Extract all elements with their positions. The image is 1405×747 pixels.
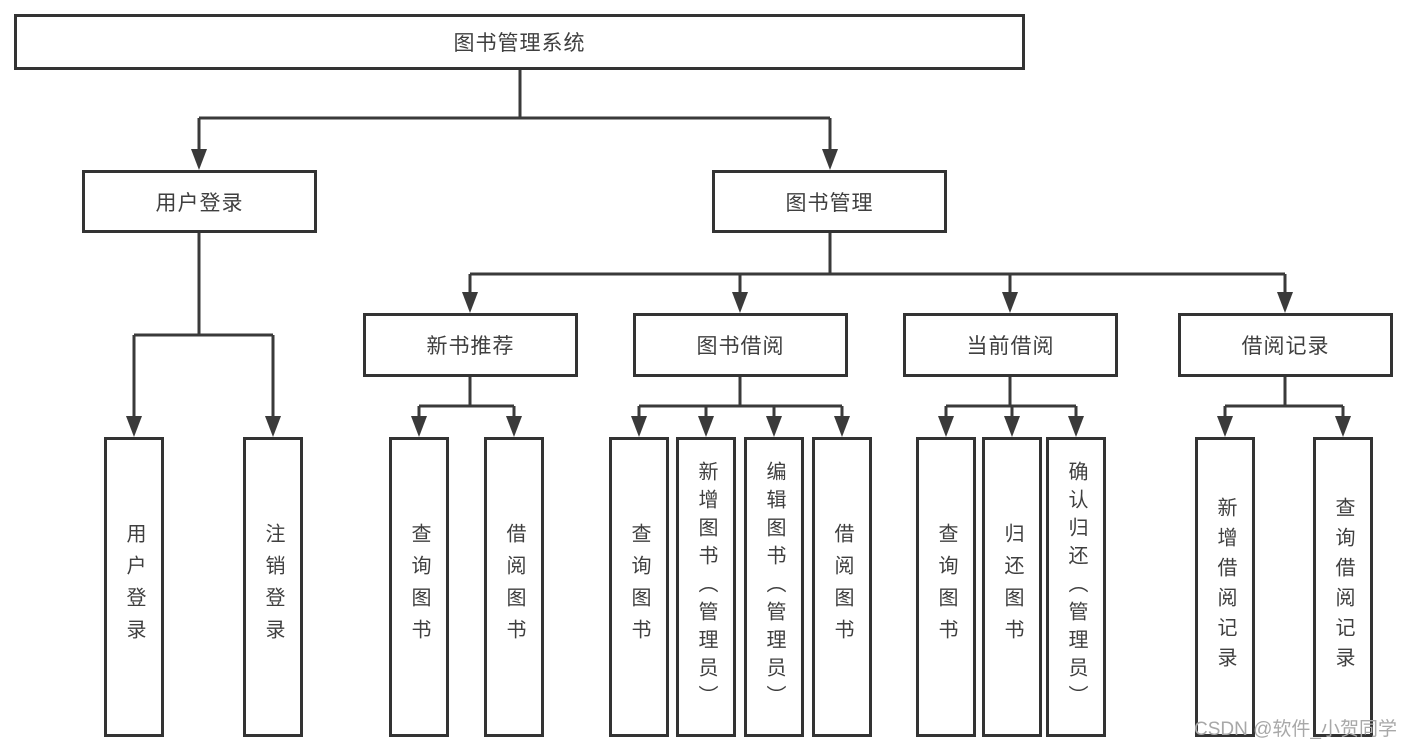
leaf-record-query-label: 查询借阅记录 bbox=[1332, 497, 1354, 677]
leaf-borrow-add-book: 新增图书（管理员） bbox=[676, 437, 736, 737]
node-user-login-label: 用户登录 bbox=[155, 191, 244, 215]
leaf-record-query: 查询借阅记录 bbox=[1313, 437, 1373, 737]
leaf-user-login-label: 用户登录 bbox=[123, 523, 145, 651]
watermark: CSDN @软件_小贺同学 bbox=[1194, 719, 1397, 740]
leaf-borrow-add-book-label: 新增图书（管理员） bbox=[695, 461, 717, 713]
leaf-logout-label: 注销登录 bbox=[262, 523, 284, 651]
leaf-current-return-book-label: 归还图书 bbox=[1001, 523, 1023, 651]
leaf-recommend-query-book-label: 查询图书 bbox=[408, 523, 430, 651]
node-borrow-record-label: 借阅记录 bbox=[1241, 335, 1330, 358]
leaf-recommend-borrow-book: 借阅图书 bbox=[484, 437, 544, 737]
node-new-book-recommend: 新书推荐 bbox=[363, 313, 578, 377]
leaf-borrow-query-book-label: 查询图书 bbox=[628, 523, 650, 651]
node-current-borrow: 当前借阅 bbox=[903, 313, 1118, 377]
node-new-book-recommend-label: 新书推荐 bbox=[426, 335, 515, 358]
node-book-borrow-label: 图书借阅 bbox=[696, 335, 785, 358]
node-book-management: 图书管理 bbox=[712, 170, 947, 233]
leaf-recommend-query-book: 查询图书 bbox=[389, 437, 449, 737]
node-current-borrow-label: 当前借阅 bbox=[966, 335, 1055, 358]
node-library-system-label: 图书管理系统 bbox=[453, 32, 586, 55]
leaf-current-query-book: 查询图书 bbox=[916, 437, 976, 737]
leaf-borrow-edit-book-label: 编辑图书（管理员） bbox=[763, 461, 785, 713]
node-book-borrow: 图书借阅 bbox=[633, 313, 848, 377]
leaf-logout: 注销登录 bbox=[243, 437, 303, 737]
leaf-borrow-edit-book: 编辑图书（管理员） bbox=[744, 437, 804, 737]
leaf-current-query-book-label: 查询图书 bbox=[935, 523, 957, 651]
leaf-borrow-query-book: 查询图书 bbox=[609, 437, 669, 737]
leaf-current-confirm-return: 确认归还（管理员） bbox=[1046, 437, 1106, 737]
leaf-borrow-borrow-book-label: 借阅图书 bbox=[831, 523, 853, 651]
leaf-record-add-label: 新增借阅记录 bbox=[1214, 497, 1236, 677]
node-book-management-label: 图书管理 bbox=[785, 191, 874, 215]
leaf-current-return-book: 归还图书 bbox=[982, 437, 1042, 737]
leaf-borrow-borrow-book: 借阅图书 bbox=[812, 437, 872, 737]
leaf-record-add: 新增借阅记录 bbox=[1195, 437, 1255, 737]
node-user-login: 用户登录 bbox=[82, 170, 317, 233]
node-library-system: 图书管理系统 bbox=[14, 14, 1025, 70]
leaf-current-confirm-return-label: 确认归还（管理员） bbox=[1065, 461, 1087, 713]
arrowheads bbox=[126, 149, 1351, 437]
leaf-recommend-borrow-book-label: 借阅图书 bbox=[503, 523, 525, 651]
leaf-user-login: 用户登录 bbox=[104, 437, 164, 737]
node-borrow-record: 借阅记录 bbox=[1178, 313, 1393, 377]
